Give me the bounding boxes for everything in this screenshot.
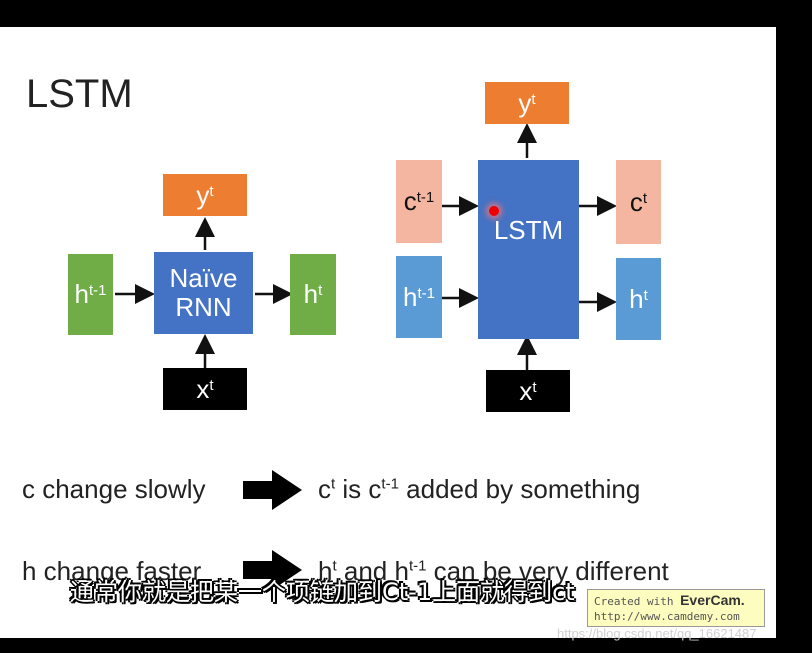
video-subtitle: 通常你就是把某一个项链加到Ct-1上面就得到ct: [70, 578, 575, 606]
csdn-watermark: https://blog.csdn.net/qq_16621487: [557, 626, 757, 641]
slide-title: LSTM: [26, 72, 133, 116]
c-change-text: c change slowly: [22, 474, 206, 504]
cursor-pointer: [489, 206, 499, 216]
c-result-text: ct is ct-1 added by something: [318, 474, 641, 504]
lstm-cell-box: LSTM: [478, 160, 579, 339]
naive-rnn-box: Naïve RNN: [154, 252, 253, 334]
h-result-text: ht and ht-1 can be very different: [318, 556, 669, 586]
h-change-text: h change faster: [22, 556, 202, 586]
naive-rnn-line2: RNN: [175, 292, 232, 322]
big-arrow-h: [243, 550, 302, 590]
naive-rnn-line1: Naïve: [169, 263, 238, 294]
big-arrow-c: [243, 470, 302, 510]
lstm-cell-label: LSTM: [493, 215, 564, 246]
evercam-badge: Created with EverCam. http://www.camdemy…: [587, 589, 765, 627]
